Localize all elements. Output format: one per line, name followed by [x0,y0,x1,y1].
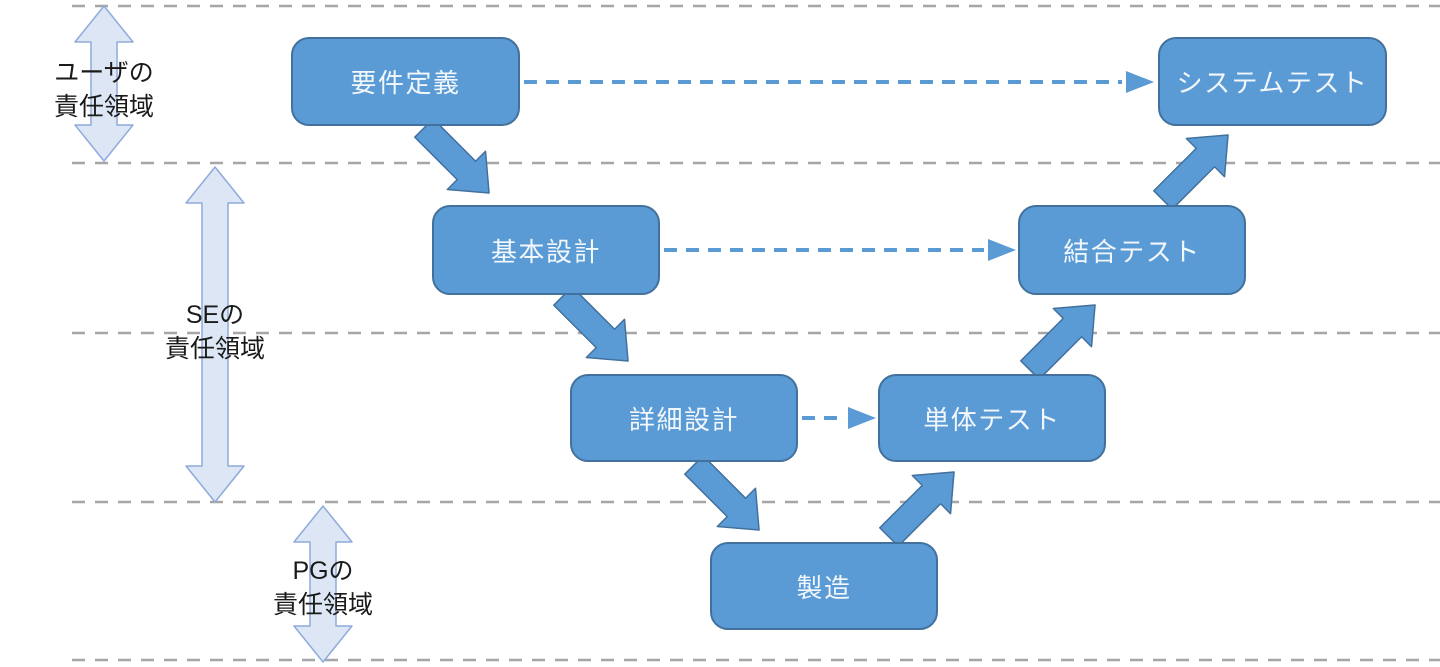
region-label-user: ユーザの 責任領域 [14,56,194,124]
box-basic-design: 基本設計 [432,205,660,295]
region-label-pg-line2: 責任領域 [272,591,373,619]
arrow-unit-test-to-integration-test [1020,304,1096,380]
box-system-test-label: システムテスト [1176,68,1369,98]
arrow-detailed-design-to-manufacturing [684,455,760,531]
box-system-test: システムテスト [1158,37,1387,126]
connector-arrowhead-integration-test [988,239,1016,261]
arrow-manufacturing-to-unit-test [879,471,955,547]
box-manufacturing-label: 製造 [796,572,852,603]
box-detailed-design-label: 詳細設計 [628,404,739,435]
region-label-se-line1: SEの [185,301,245,329]
arrow-basic-design-to-detailed-design [553,286,629,362]
region-label-se: SEの 責任領域 [125,298,305,366]
region-label-user-line1: ユーザの [54,59,154,87]
region-span-arrow-pg [293,505,353,663]
box-detailed-design: 詳細設計 [570,374,798,462]
connector-arrowhead-unit-test [848,407,876,429]
arrow-integration-test-to-system-test [1153,134,1229,210]
region-label-pg-line1: PGの [292,557,354,585]
box-unit-test: 単体テスト [878,374,1106,462]
box-integration-test: 結合テスト [1018,205,1246,295]
box-integration-test-label: 結合テスト [1063,236,1201,267]
box-requirements-definition: 要件定義 [291,37,520,126]
connector-arrowhead-system-test [1126,71,1154,93]
box-basic-design-label: 基本設計 [490,236,601,267]
region-label-se-line2: 責任領域 [164,335,265,363]
box-requirements-definition-label: 要件定義 [350,68,461,98]
region-label-user-line2: 責任領域 [53,93,154,121]
box-unit-test-label: 単体テスト [923,404,1061,435]
region-span-arrow-user [74,5,134,162]
region-label-pg: PGの 責任領域 [233,554,413,622]
box-manufacturing: 製造 [710,542,938,630]
arrow-requirements-to-basic-design [414,118,490,194]
region-span-arrow-se [185,166,245,503]
